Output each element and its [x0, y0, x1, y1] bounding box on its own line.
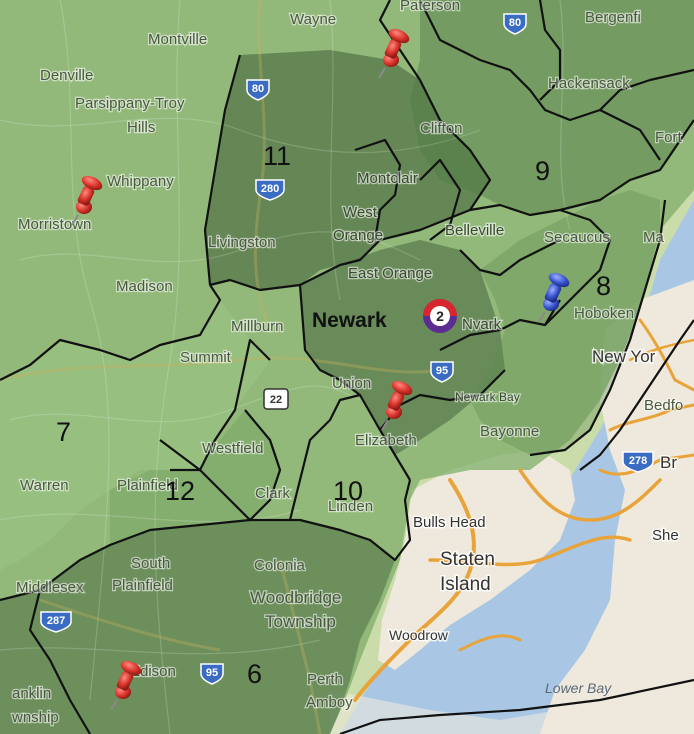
- place-label: Wayne: [290, 11, 336, 28]
- interstate-95-shield: 95: [430, 361, 454, 383]
- interstate-278-shield: 278: [622, 451, 654, 473]
- blue-pin-icon[interactable]: [538, 270, 572, 323]
- red-pin-icon[interactable]: [381, 378, 415, 431]
- district-label: 6: [247, 659, 262, 689]
- place-label: Perth: [307, 671, 343, 688]
- interstate-95-shield: 95: [200, 663, 224, 685]
- interstate-80-shield: 80: [503, 13, 527, 35]
- place-label: Staten: [440, 549, 495, 570]
- district-label: 7: [56, 417, 71, 447]
- place-label: Bayonne: [480, 423, 539, 440]
- district-10-area: [300, 240, 505, 455]
- place-label: New Yor: [592, 347, 656, 366]
- place-label: Hills: [127, 119, 155, 136]
- district-label: 10: [333, 476, 363, 506]
- place-label: West: [343, 204, 378, 221]
- red-pin-icon[interactable]: [71, 173, 105, 226]
- place-label: Morristown: [18, 216, 91, 233]
- district-12-area: [110, 410, 280, 545]
- district-labels: 11 9 8 7 12 10 6: [56, 141, 611, 689]
- place-label: Orange: [333, 227, 383, 244]
- place-label: Colonia: [254, 557, 306, 574]
- place-label: Island: [440, 574, 491, 595]
- newark-label: Newark: [312, 309, 387, 332]
- place-label: Secaucus: [544, 229, 610, 246]
- place-label: Lower Bay: [545, 680, 612, 696]
- place-label: Millburn: [231, 318, 284, 335]
- place-label: Paterson: [400, 0, 460, 14]
- district-label: 8: [596, 271, 611, 301]
- interstate-287-shield: 287: [40, 611, 72, 633]
- place-label: Plainfield: [112, 577, 173, 594]
- district-7-area: [0, 300, 270, 570]
- place-label: Middlesex: [16, 579, 84, 596]
- place-label: Union: [332, 375, 371, 392]
- place-label: wnship: [11, 709, 59, 726]
- place-label: Denville: [40, 67, 93, 84]
- shield-label: 80: [252, 83, 264, 95]
- staten-island-land: [378, 450, 575, 670]
- place-label: Clark: [255, 485, 291, 502]
- place-label: Woodrow: [389, 627, 449, 643]
- place-label: Amboy: [306, 694, 353, 711]
- place-label: Township: [265, 612, 336, 631]
- district-label: 9: [535, 156, 550, 186]
- shield-label: 95: [206, 667, 218, 679]
- place-label: Edison: [130, 663, 176, 680]
- place-label: Elizabeth: [355, 432, 417, 449]
- place-label: Summit: [180, 349, 232, 366]
- place-label: Nvark: [462, 316, 502, 333]
- nyc-land: [540, 280, 694, 734]
- place-label: Montclair: [357, 170, 418, 187]
- newark-marker-icon[interactable]: 2: [423, 299, 457, 333]
- place-label: Newark Bay: [455, 390, 520, 404]
- us-22-shield: 22: [263, 388, 289, 410]
- place-label: Whippany: [107, 173, 174, 190]
- district-label: 12: [165, 476, 195, 506]
- district-8-area: [470, 190, 660, 455]
- lower-land: [330, 690, 694, 734]
- red-pin-icon[interactable]: [378, 26, 412, 79]
- shield-label: 280: [261, 183, 279, 195]
- place-label: Westfield: [202, 440, 263, 457]
- place-label: Ma: [643, 229, 664, 246]
- district-label: 11: [263, 141, 291, 171]
- place-label: Warren: [20, 477, 69, 494]
- shield-label: 95: [436, 365, 448, 377]
- shield-label: 278: [629, 455, 647, 467]
- place-label: She: [652, 527, 679, 544]
- place-label: Clifton: [420, 120, 463, 137]
- district-9-area: [410, 0, 694, 215]
- place-label: Montville: [148, 31, 207, 48]
- place-label: anklin: [12, 685, 51, 702]
- place-label: Fort: [655, 129, 683, 146]
- shield-label: 22: [270, 394, 282, 406]
- place-label: Bedfo: [644, 397, 683, 414]
- place-label: Hackensack: [548, 75, 630, 92]
- place-label: South: [131, 555, 170, 572]
- interstate-280-shield: 280: [255, 179, 285, 201]
- district-6-area: [0, 520, 395, 734]
- place-label: Plainfield: [117, 477, 178, 494]
- marker-number: 2: [436, 308, 444, 324]
- place-label: Hoboken: [574, 305, 634, 322]
- place-label: Br: [660, 453, 677, 472]
- interstate-80-shield: 80: [246, 79, 270, 101]
- place-label: East Orange: [348, 265, 432, 282]
- shield-label: 287: [47, 615, 65, 627]
- place-label: Belleville: [445, 222, 504, 239]
- place-label: Livingston: [208, 234, 276, 251]
- place-label: Linden: [328, 498, 373, 515]
- place-labels: Wayne Paterson Bergenfi Montville Denvil…: [10, 0, 685, 727]
- red-pin-icon[interactable]: [110, 658, 144, 711]
- place-label: Bergenfi: [585, 9, 641, 26]
- place-label: Woodbridge: [250, 588, 341, 607]
- place-label: Parsippany-Troy: [75, 95, 185, 112]
- place-label: Bulls Head: [413, 514, 486, 531]
- shield-label: 80: [509, 17, 521, 29]
- place-label: Madison: [116, 278, 173, 295]
